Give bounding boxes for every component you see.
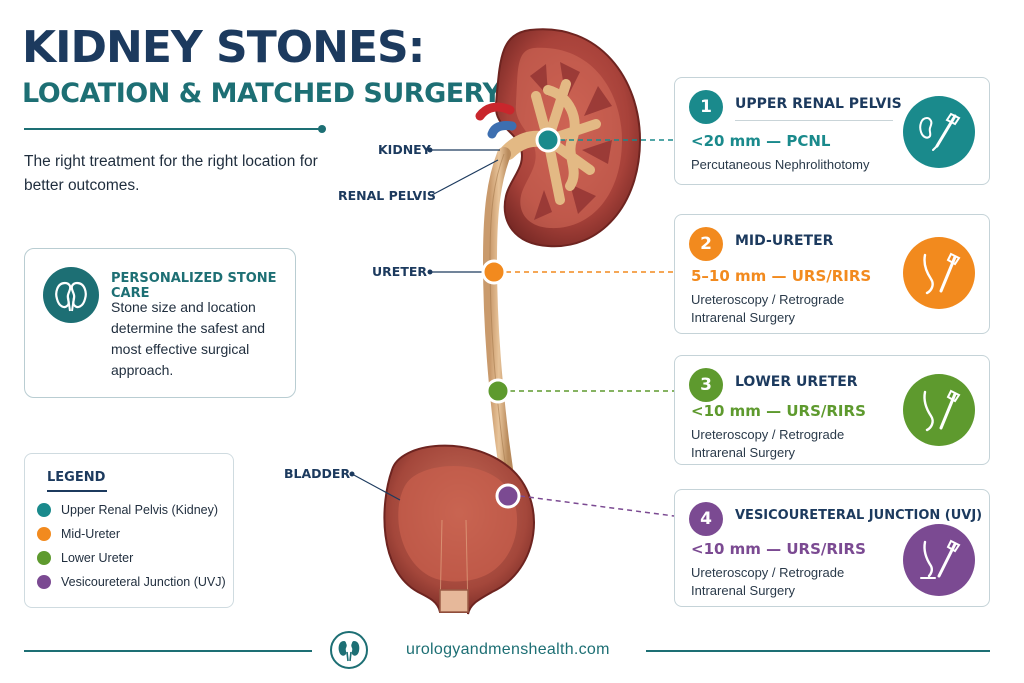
ureteroscope-icon (903, 524, 975, 596)
legend-divider (47, 490, 107, 492)
location-marker-3 (485, 378, 511, 404)
card-size-procedure: <10 mm — URS/RIRS (691, 540, 866, 558)
nephroscope-icon (903, 96, 975, 168)
ureter-label: URETER (372, 264, 428, 279)
bladder-label: BLADDER (284, 466, 351, 481)
card-description: Ureteroscopy / Retrograde Intrarenal Sur… (691, 565, 845, 598)
location-marker-2 (481, 259, 507, 285)
card-title: VESICOURETERAL JUNCTION (UVJ) (735, 508, 983, 523)
legend-label: Mid-Ureter (61, 527, 121, 541)
location-marker-4 (495, 483, 521, 509)
card-number-badge: 1 (689, 90, 723, 124)
card-number-badge: 2 (689, 227, 723, 261)
kidney-logo-icon (330, 631, 368, 669)
legend-label: Lower Ureter (61, 551, 134, 565)
legend-swatch (37, 527, 51, 541)
card-number-badge: 3 (689, 368, 723, 402)
legend-label: Upper Renal Pelvis (Kidney) (61, 503, 219, 517)
legend-item: Upper Renal Pelvis (Kidney) (37, 500, 218, 520)
bladder-drawing (383, 444, 535, 615)
card-title: UPPER RENAL PELVIS (735, 96, 902, 112)
ureteroscope-icon (903, 374, 975, 446)
kidney-drawing (475, 28, 642, 248)
card-description: Ureteroscopy / Retrograde Intrarenal Sur… (691, 292, 845, 325)
title-divider (24, 128, 322, 130)
legend: LEGEND Upper Renal Pelvis (Kidney) Mid-U… (24, 453, 234, 608)
location-card-mid-ureter: 2 MID-URETER 5–10 mm — URS/RIRS Ureteros… (674, 214, 990, 334)
card-size-procedure: <10 mm — URS/RIRS (691, 402, 866, 420)
renal-pelvis-label: RENAL PELVIS (338, 188, 436, 203)
location-card-upper-renal-pelvis: 1 UPPER RENAL PELVIS <20 mm — PCNL Percu… (674, 77, 990, 185)
card-size-procedure: <20 mm — PCNL (691, 132, 831, 150)
card-divider (735, 120, 893, 121)
location-card-uvj: 4 VESICOURETERAL JUNCTION (UVJ) <10 mm —… (674, 489, 990, 607)
connector-line-4 (519, 495, 675, 517)
ureteroscope-icon (903, 237, 975, 309)
footer-divider-left (24, 650, 312, 652)
card-title: LOWER URETER (735, 374, 858, 390)
card-title: MID-URETER (735, 233, 834, 249)
care-card-title: PERSONALIZED STONE CARE (111, 271, 277, 301)
card-description: Percutaneous Nephrolithotomy (691, 157, 870, 172)
legend-swatch (37, 575, 51, 589)
page-title: KIDNEY STONES: (22, 22, 425, 73)
location-card-lower-ureter: 3 LOWER URETER <10 mm — URS/RIRS Uretero… (674, 355, 990, 465)
footer-divider-right (646, 650, 990, 652)
location-marker-1 (535, 127, 561, 153)
legend-item: Mid-Ureter (37, 524, 120, 544)
intro-text: The right treatment for the right locati… (24, 153, 318, 194)
card-number-badge: 4 (689, 502, 723, 536)
legend-item: Vesicoureteral Junction (UVJ) (37, 572, 226, 592)
legend-item: Lower Ureter (37, 548, 133, 568)
personalized-care-card: PERSONALIZED STONE CARE Stone size and l… (24, 248, 296, 398)
legend-label: Vesicoureteral Junction (UVJ) (61, 575, 226, 589)
legend-swatch (37, 551, 51, 565)
legend-swatch (37, 503, 51, 517)
card-description: Ureteroscopy / Retrograde Intrarenal Sur… (691, 427, 845, 460)
website-link[interactable]: urologyandmenshealth.com (406, 641, 610, 658)
card-size-procedure: 5–10 mm — URS/RIRS (691, 267, 872, 285)
page-subtitle: LOCATION & MATCHED SURGERY (22, 78, 502, 109)
care-card-text: Stone size and location determine the sa… (111, 299, 266, 378)
title-divider-dot (318, 125, 326, 133)
legend-title: LEGEND (47, 470, 106, 485)
kidney-icon (43, 267, 99, 323)
kidney-label: KIDNEY (378, 142, 431, 157)
